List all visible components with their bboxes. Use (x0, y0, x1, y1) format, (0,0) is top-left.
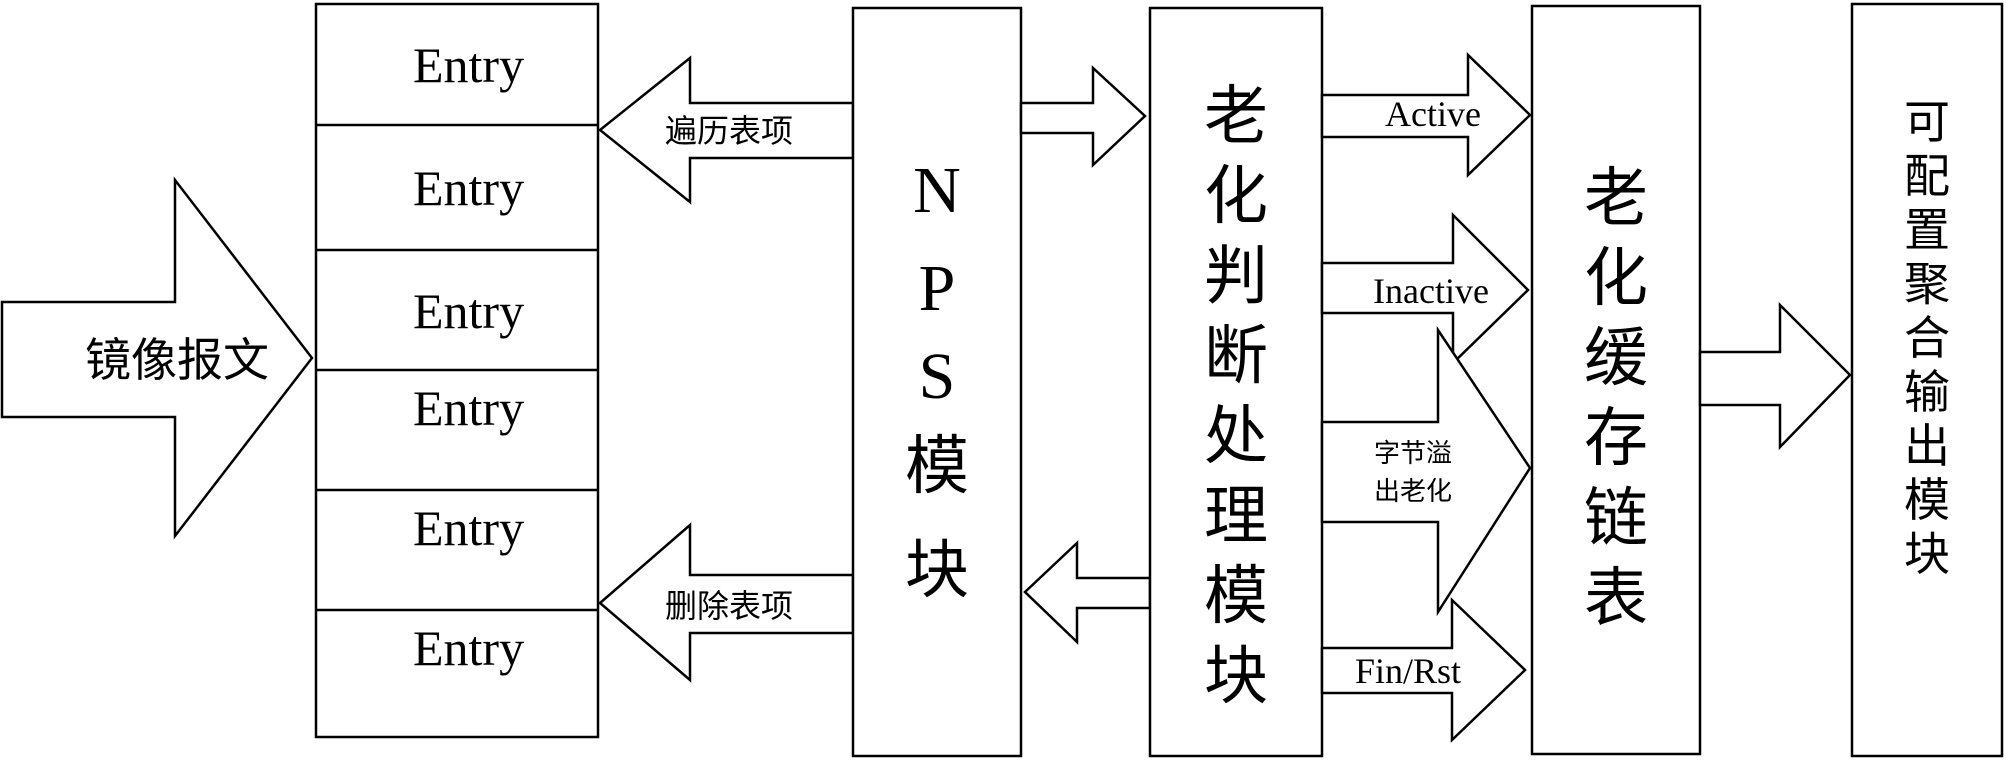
judge-char-8: 块 (1204, 640, 1268, 714)
output-char-2: 配 (1904, 149, 1950, 203)
byte-overflow-arrow: 字节溢 出老化 (1322, 330, 1530, 612)
judge-char-1: 老 (1204, 80, 1268, 154)
output-char-9: 块 (1904, 527, 1950, 581)
entry-row-6: Entry (413, 620, 524, 676)
nps-to-judge-arrow (1021, 68, 1145, 165)
input-arrow-label: 镜像报文 (85, 333, 269, 387)
output-char-3: 置 (1904, 203, 1950, 257)
entry-row-4: Entry (413, 380, 524, 436)
input-arrow: 镜像报文 (2, 180, 312, 536)
cache-char-5: 链 (1584, 482, 1648, 556)
aging-cache-list: 老 化 缓 存 链 表 (1532, 6, 1700, 754)
output-module: 可 配 置 聚 合 输 出 模 块 (1852, 4, 2002, 756)
delete-label: 删除表项 (665, 587, 793, 625)
output-char-4: 聚 (1904, 257, 1950, 311)
nps-module: N P S 模 块 (853, 8, 1021, 756)
judge-char-6: 理 (1204, 480, 1268, 554)
nps-letter-n: N (913, 154, 961, 227)
cache-to-output-arrow (1700, 305, 1850, 447)
judge-char-3: 判 (1204, 240, 1268, 314)
entry-row-5: Entry (413, 500, 524, 556)
inactive-arrow: Inactive (1322, 215, 1528, 363)
judge-char-7: 模 (1204, 560, 1268, 634)
delete-arrow: 删除表项 (600, 525, 853, 680)
judge-to-nps-arrow (1025, 543, 1150, 642)
cache-char-1: 老 (1584, 162, 1648, 236)
output-char-6: 输 (1904, 365, 1950, 419)
fin-rst-arrow: Fin/Rst (1322, 600, 1525, 740)
aging-judge-module: 老 化 判 断 处 理 模 块 (1150, 8, 1322, 756)
active-arrow: Active (1322, 55, 1530, 175)
entry-row-2: Entry (413, 160, 524, 216)
nps-letter-s: S (919, 340, 956, 413)
nps-char-1: 模 (905, 430, 969, 504)
inactive-label: Inactive (1373, 271, 1489, 311)
fin-rst-label: Fin/Rst (1355, 651, 1461, 691)
entry-row-3: Entry (413, 283, 524, 339)
cache-char-2: 化 (1584, 242, 1648, 316)
cache-char-6: 表 (1584, 562, 1648, 636)
traverse-arrow: 遍历表项 (600, 58, 853, 202)
nps-letter-p: P (919, 252, 956, 325)
output-char-5: 合 (1904, 311, 1950, 365)
byte-overflow-label-1: 字节溢 (1374, 439, 1452, 469)
judge-char-2: 化 (1204, 160, 1268, 234)
cache-char-3: 缓 (1584, 322, 1648, 396)
entry-row-1: Entry (413, 37, 524, 93)
judge-char-5: 处 (1204, 400, 1268, 474)
traverse-label: 遍历表项 (665, 112, 793, 150)
output-char-1: 可 (1904, 95, 1950, 149)
cache-char-4: 存 (1584, 402, 1648, 476)
nps-char-2: 块 (905, 534, 969, 608)
output-char-7: 出 (1904, 419, 1950, 473)
byte-overflow-label-2: 出老化 (1374, 477, 1452, 507)
entry-table: Entry Entry Entry Entry Entry Entry (316, 4, 598, 737)
judge-char-4: 断 (1204, 320, 1268, 394)
output-char-8: 模 (1904, 473, 1950, 527)
active-label: Active (1385, 94, 1481, 134)
